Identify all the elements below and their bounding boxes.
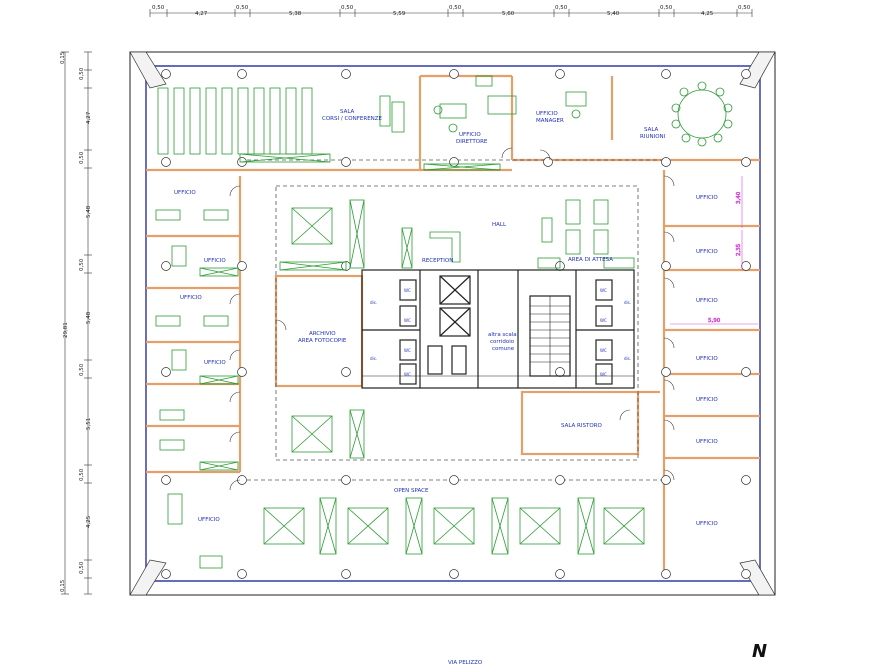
dim-left-7: 5,48 [86,311,92,324]
label-dis-3: dis. [624,300,631,305]
label-wc-8: WC [600,372,607,377]
dim-inner-3: 5,90 [708,318,721,324]
label-ufficio-left-2: UFFICIO [204,258,226,264]
label-ufficio-right-1: UFFICIO [696,195,718,201]
label-archivio-2: AREA FOTOCOPIE [298,338,347,344]
inner-dimensions: 3,40 2,35 5,90 [670,176,758,325]
dim-left-3: 4,27 [86,111,92,124]
building-core [361,269,635,389]
dim-left-2: 0,50 [79,67,85,80]
label-open-space: OPEN SPACE [394,488,429,494]
dim-left-8: 0,50 [79,363,85,376]
dim-top-10: 5,40 [607,11,620,17]
label-wc-3: WC [404,348,411,353]
label-dis-2: dis. [370,356,377,361]
dim-left-13: 0,15 [60,579,66,592]
label-ufficio-manager-2: MANAGER [536,118,564,124]
label-ufficio-right-6: UFFICIO [696,439,718,445]
dim-left-4: 0,50 [79,151,85,164]
label-wc-5: WC [600,288,607,293]
label-ufficio-right-4: UFFICIO [696,356,718,362]
label-ufficio-left-5: UFFICIO [198,517,220,523]
dim-top-5: 0,50 [341,5,354,11]
dim-inner-1: 3,40 [736,191,742,204]
desk-cluster [263,207,645,545]
label-ufficio-direttore-2: DIRETTORE [456,139,488,145]
dim-left-6: 0,50 [79,258,85,271]
north-arrow-label: N [752,641,767,662]
label-wc-6: WC [600,318,607,323]
label-ufficio-right-2: UFFICIO [696,249,718,255]
label-wc-2: WC [404,318,411,323]
building-envelope [129,51,776,596]
dim-left-11: 4,25 [86,515,92,528]
structural-columns [161,69,751,579]
dim-left-9: 5,51 [86,418,92,430]
dim-top-9: 0,50 [555,5,568,11]
label-wc-4: WC [404,372,411,377]
label-altra-scala-2: corridoio [490,339,515,345]
dim-left-10: 0,50 [79,468,85,481]
dim-top-7: 0,50 [449,5,462,11]
label-archivio-1: ARCHIVIO [309,331,336,337]
label-hall: HALL [492,222,507,228]
furniture [155,75,733,569]
label-wc-7: WC [600,348,607,353]
label-altra-scala-1: altra scala [488,332,517,338]
dim-left-1: 0,15 [60,51,66,64]
label-ufficio-direttore-1: UFFICIO [459,132,481,138]
label-area-attesa: AREA DI ATTESA [568,257,613,263]
label-wc-1: WC [404,288,411,293]
label-ufficio-manager-1: UFFICIO [536,111,558,117]
dim-top-13: 0,50 [738,5,751,11]
dim-top-4: 5,38 [289,11,302,17]
dim-top-3: 0,50 [236,5,249,11]
dim-left-5: 5,48 [86,205,92,218]
room-labels: SALA CORSI / CONFERENZE UFFICIO DIRETTOR… [174,109,718,527]
label-sala-corsi-1: SALA [340,109,355,115]
dim-left-total: 29,81 [63,322,69,338]
label-reception: RECEPTION [422,258,453,264]
label-ufficio-right-7: UFFICIO [696,521,718,527]
label-sala-riunioni-1: SALA [644,127,659,133]
top-dimension-line: 0,50 4,27 0,50 5,38 0,50 5,59 0,50 5,60 … [149,5,753,17]
storage-units [199,153,595,555]
label-ufficio-left-1: UFFICIO [174,190,196,196]
label-sala-ristoro: SALA RISTORO [561,423,603,429]
label-ufficio-right-3: UFFICIO [696,298,718,304]
left-dimension-line: 0,15 0,50 4,27 0,50 5,48 0,50 5,48 0,50 … [60,51,92,595]
label-ufficio-left-3: UFFICIO [180,295,202,301]
label-altra-scala-3: comune [492,346,515,352]
label-dis-4: dis. [624,356,631,361]
conference-seating [157,87,313,155]
dim-top-2: 4,27 [195,11,208,17]
label-ufficio-right-5: UFFICIO [696,397,718,403]
dim-left-12: 0,50 [79,561,85,574]
dim-top-6: 5,59 [393,11,406,17]
doors [229,147,675,491]
dim-top-1: 0,50 [152,5,165,11]
dim-top-8: 5,60 [502,11,515,17]
label-dis-1: dis. [370,300,377,305]
dim-inner-2: 2,35 [736,243,742,256]
label-sala-corsi-2: CORSI / CONFERENZE [322,116,383,122]
dim-top-11: 0,50 [660,5,673,11]
label-sala-riunioni-2: RIUNIONI [640,134,666,140]
street-label: VIA PELIZZO [448,660,483,666]
dim-top-12: 4,25 [701,11,714,17]
label-ufficio-left-4: UFFICIO [204,360,226,366]
